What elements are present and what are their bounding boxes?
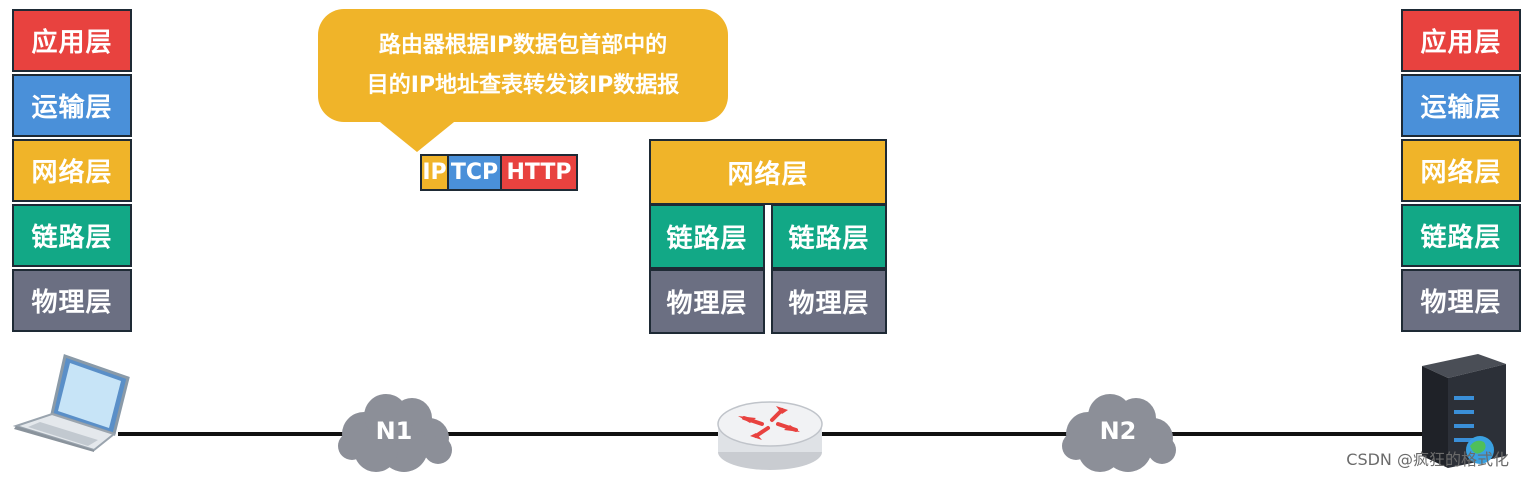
router-icon bbox=[717, 401, 823, 470]
packet-tcp-header: TCP bbox=[449, 154, 502, 191]
laptop-icon bbox=[12, 354, 130, 452]
ip-packet: IP TCP HTTP bbox=[420, 154, 578, 191]
watermark-text: CSDN @疯狂的格式化 bbox=[1346, 450, 1509, 469]
host-protocol-stack: 应用层 运输层 网络层 链路层 物理层 bbox=[12, 9, 132, 334]
server-link-layer: 链路层 bbox=[1401, 204, 1521, 267]
server-transport-layer: 运输层 bbox=[1401, 74, 1521, 137]
packet-http-payload: HTTP bbox=[502, 154, 578, 191]
server-icon bbox=[1422, 354, 1506, 468]
host-application-layer: 应用层 bbox=[12, 9, 132, 72]
router-protocol-stack: 网络层 链路层 链路层 物理层 物理层 bbox=[649, 139, 887, 334]
cloud-icon bbox=[338, 394, 452, 472]
callout-line-2: 目的IP地址查表转发该IP数据报 bbox=[366, 72, 680, 98]
router-link-layer-left: 链路层 bbox=[649, 204, 765, 269]
cloud-icon bbox=[1062, 394, 1176, 472]
router-physical-layer-right: 物理层 bbox=[771, 269, 887, 334]
network-label-n1: N1 bbox=[375, 417, 413, 445]
host-physical-layer: 物理层 bbox=[12, 269, 132, 332]
router-physical-layer-left: 物理层 bbox=[649, 269, 765, 334]
host-network-layer: 网络层 bbox=[12, 139, 132, 202]
network-label-n2: N2 bbox=[1099, 417, 1137, 445]
server-network-layer: 网络层 bbox=[1401, 139, 1521, 202]
callout-tail bbox=[375, 118, 459, 152]
server-physical-layer: 物理层 bbox=[1401, 269, 1521, 332]
network-cloud-n2: N2 bbox=[1058, 388, 1178, 474]
callout-line-1: 路由器根据IP数据包首部中的 bbox=[378, 32, 668, 58]
packet-ip-header: IP bbox=[420, 154, 449, 191]
host-transport-layer: 运输层 bbox=[12, 74, 132, 137]
network-cloud-n1: N1 bbox=[334, 388, 454, 474]
server-protocol-stack: 应用层 运输层 网络层 链路层 物理层 bbox=[1401, 9, 1521, 334]
router-network-layer: 网络层 bbox=[649, 139, 887, 205]
router-link-layer-right: 链路层 bbox=[771, 204, 887, 269]
server-application-layer: 应用层 bbox=[1401, 9, 1521, 72]
host-link-layer: 链路层 bbox=[12, 204, 132, 267]
callout-bubble: 路由器根据IP数据包首部中的 目的IP地址查表转发该IP数据报 bbox=[318, 9, 728, 122]
